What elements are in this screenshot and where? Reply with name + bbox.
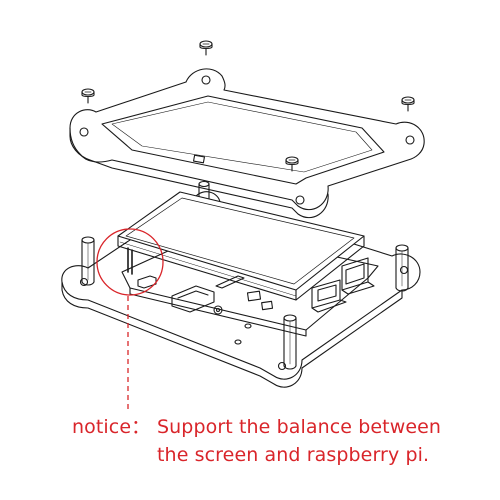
- notice-text-line2: the screen and raspberry pi.: [157, 444, 430, 466]
- lcd-screen: [117, 191, 365, 301]
- frame-window: [101, 95, 385, 185]
- notice-label: notice：: [72, 416, 151, 438]
- screw-left: [81, 88, 95, 104]
- usb-ports: [311, 257, 375, 313]
- standoff-right: [395, 244, 409, 292]
- highlight-circle: [96, 228, 164, 296]
- hdmi-port: [171, 285, 215, 313]
- screw-top: [199, 40, 213, 56]
- screw-right: [401, 96, 415, 112]
- notice-text-line1: Support the balance between: [157, 416, 442, 438]
- notice-callout: [96, 228, 164, 412]
- standoff-left: [81, 236, 95, 286]
- top-frame-plate: [69, 68, 425, 219]
- standoff-front: [283, 314, 297, 370]
- screw-front: [285, 156, 299, 172]
